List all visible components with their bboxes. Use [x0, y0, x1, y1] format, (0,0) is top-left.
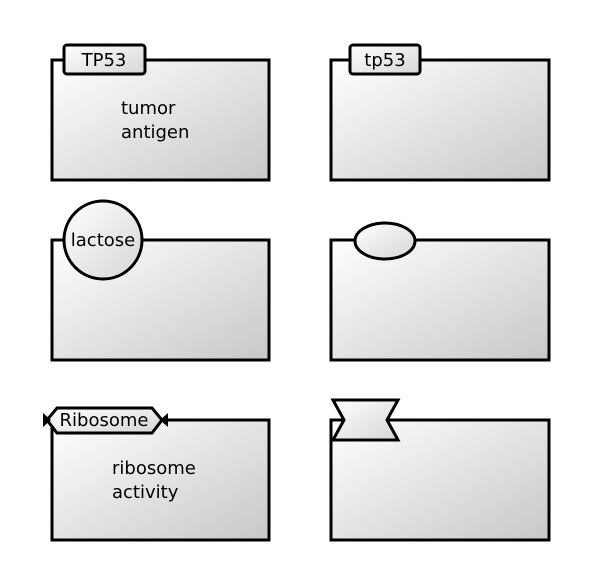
simple-chemical-circle: [62, 199, 144, 281]
left-notch-marker: [43, 413, 51, 427]
activity-node-ribosome[interactable]: Ribosome ribosome activity: [43, 406, 271, 542]
activity-node-perturbation[interactable]: [329, 398, 551, 542]
perturbation-bowtie: [330, 398, 401, 442]
node-body: [329, 58, 551, 182]
body-label-line-1: ribosome: [112, 458, 196, 479]
tag-label: TP53: [81, 50, 127, 71]
body-label-line-1: tumor: [121, 98, 176, 119]
node-body: [329, 238, 551, 362]
right-notch-marker: [160, 413, 168, 427]
activity-node-ellipse[interactable]: [329, 221, 551, 362]
tag-label: Ribosome: [60, 410, 149, 431]
body-label-line-2: activity: [112, 482, 179, 503]
body-label-line-2: antigen: [121, 122, 189, 143]
unit-of-information-tag: [348, 43, 422, 76]
node-body: [50, 418, 271, 542]
unit-of-information-tag: [62, 43, 147, 76]
tag-label: tp53: [364, 50, 405, 71]
node-body: [50, 58, 271, 182]
activity-node-tp53[interactable]: TP53 tumor antigen: [50, 43, 271, 182]
ellipse-marker: [353, 221, 417, 261]
activity-node-tp53-lowercase[interactable]: tp53: [329, 43, 551, 182]
activity-node-lactose[interactable]: lactose: [50, 199, 271, 362]
circle-label: lactose: [71, 230, 135, 251]
